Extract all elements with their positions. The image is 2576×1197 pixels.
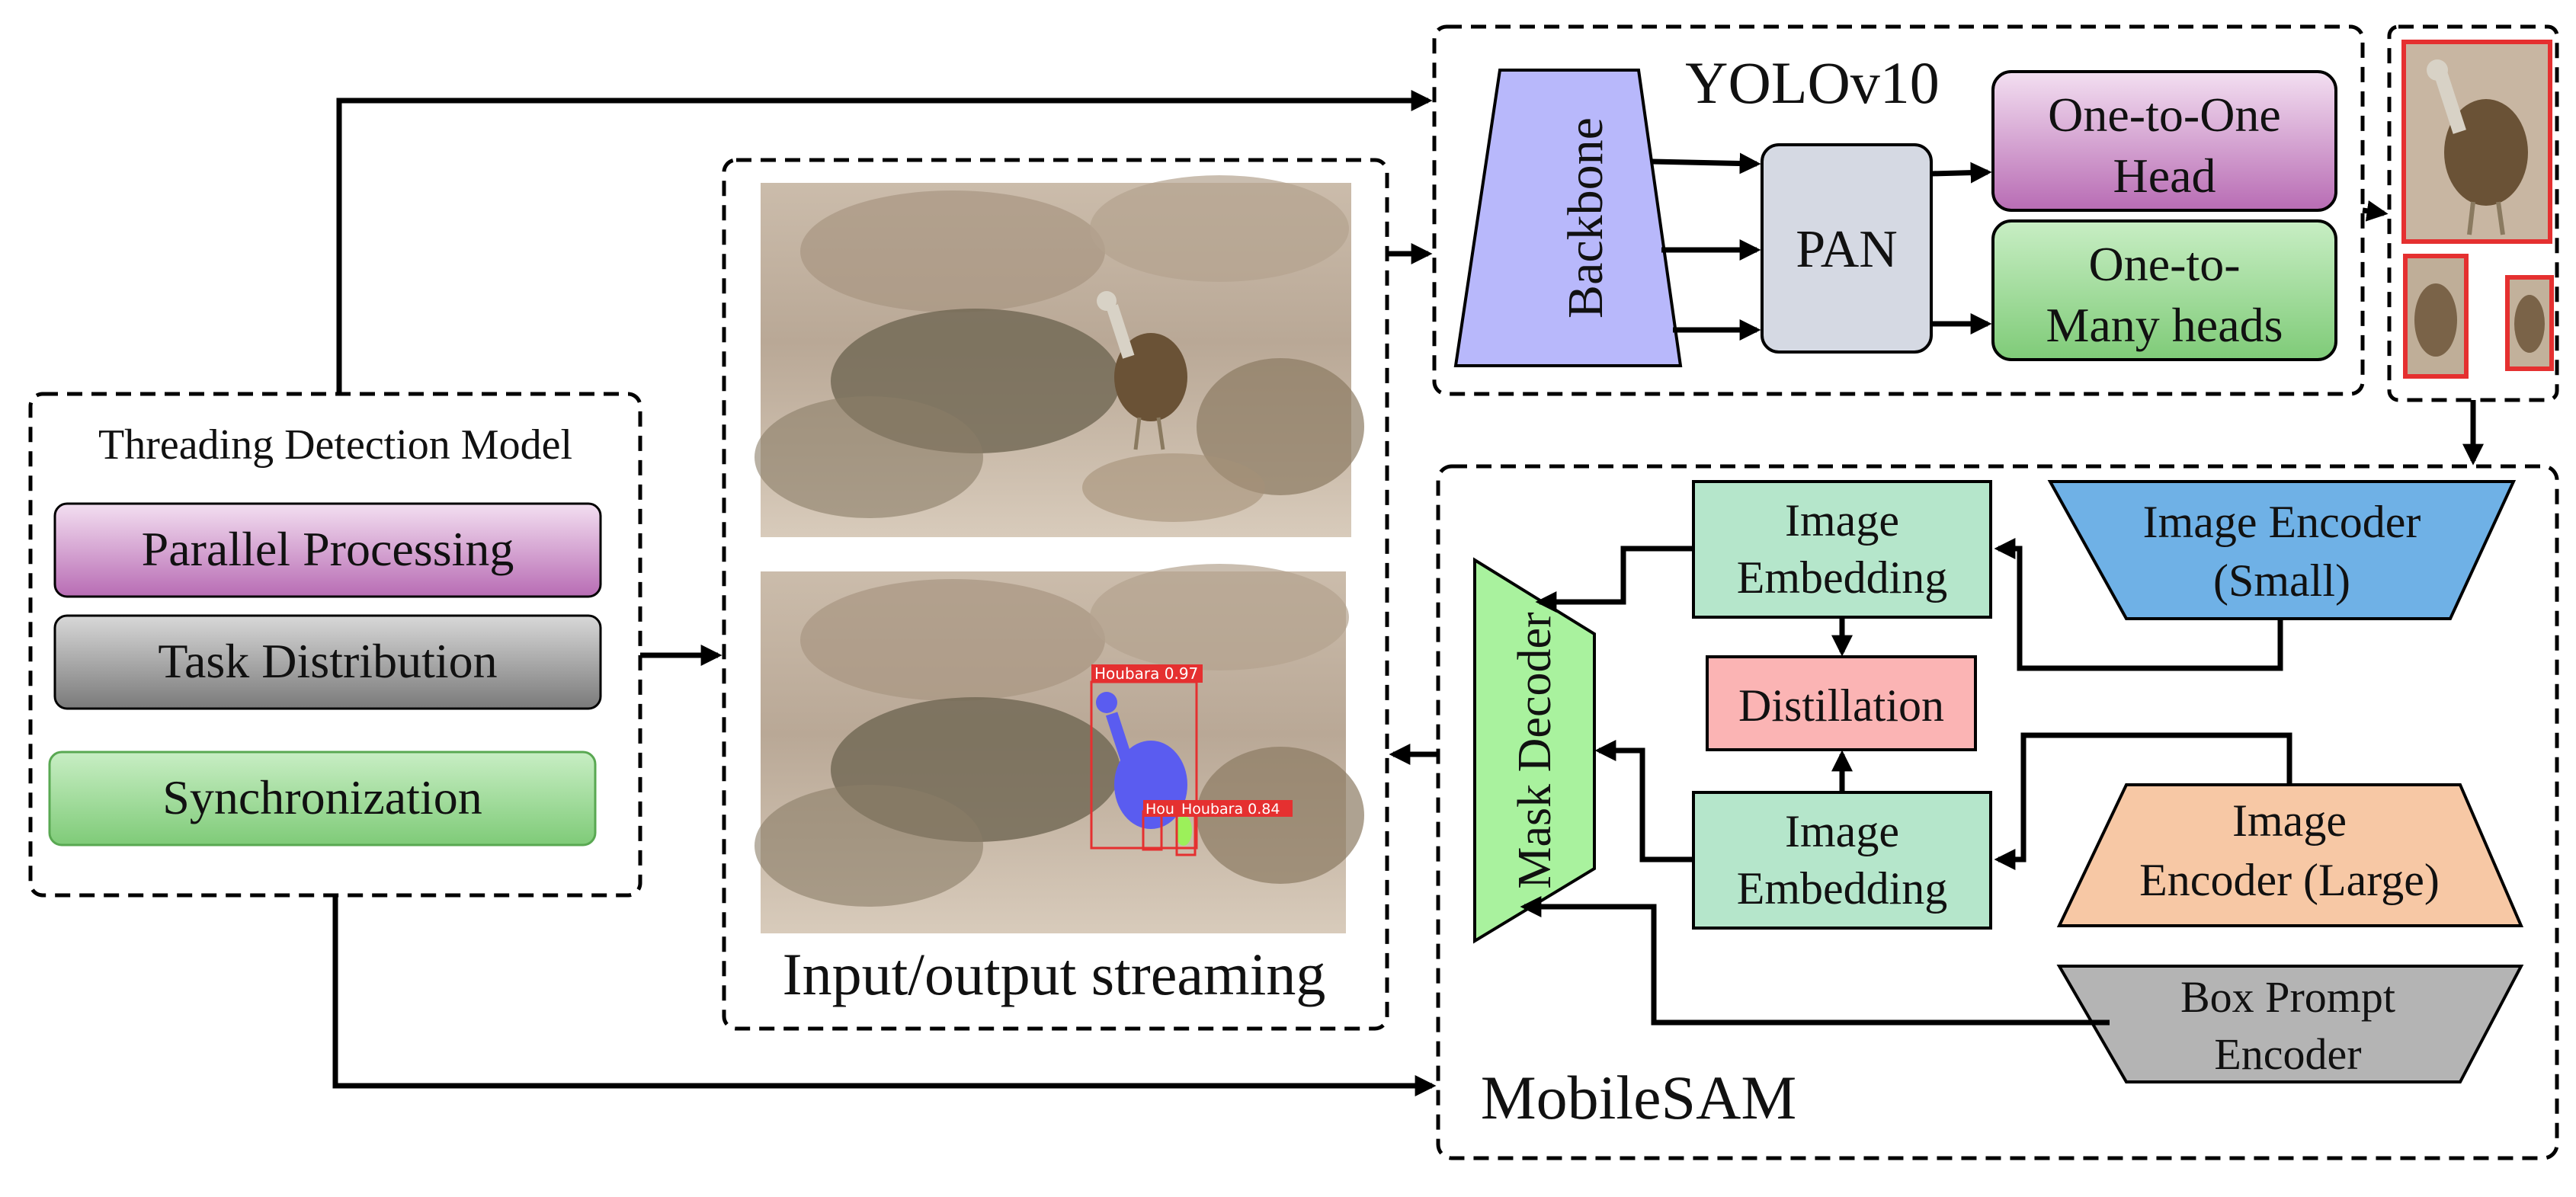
one-to-one-head: One-to-One Head [1991,70,2337,212]
svg-text:Image: Image [1785,495,1899,546]
mobilesam-panel: MobileSAM Mask Decoder Image Embedding D… [1436,464,2559,1160]
distillation-label: Distillation [1738,680,1944,731]
svg-text:Image: Image [1785,806,1899,856]
distillation-block: Distillation [1706,655,1977,751]
threading-detection-panel: Threading Detection Model Parallel Proce… [28,392,642,898]
svg-text:Many heads: Many heads [2046,298,2283,352]
crop-small-2 [2505,275,2554,371]
yolo-title: YOLOv10 [1685,50,1940,116]
flow-arrows [332,90,2484,1096]
image-embedding-bottom: Image Embedding [1692,791,1992,930]
mask-decoder-block: Mask Decoder [1473,557,1596,944]
svg-text:Hou: Hou [1145,801,1174,818]
yolo-panel: YOLOv10 Backbone PAN One-to-One Head One… [1432,24,2365,396]
detection-label-2: Hou [1143,800,1178,818]
synchronization-box: Synchronization [48,751,597,847]
svg-text:One-to-One: One-to-One [2048,88,2281,142]
svg-text:Head: Head [2113,149,2216,203]
synchronization-label: Synchronization [162,770,482,824]
mobilesam-title: MobileSAM [1481,1063,1797,1132]
svg-text:Image: Image [2232,795,2347,846]
one-to-many-heads: One-to- Many heads [1991,219,2337,361]
svg-text:Embedding: Embedding [1737,863,1948,914]
parallel-processing-box: Parallel Processing [53,502,602,598]
image-encoder-large: Image Encoder (Large) [2056,783,2524,927]
parallel-processing-label: Parallel Processing [142,522,514,576]
task-distribution-label: Task Distribution [158,634,497,688]
crop-large [2401,40,2552,244]
svg-text:Houbara 0.97: Houbara 0.97 [1094,664,1198,683]
backbone-block: Backbone [1453,69,1683,367]
image-encoder-small: Image Encoder (Small) [2047,480,2517,620]
bird-image [1097,291,1187,450]
svg-text:Encoder (Large): Encoder (Large) [2139,855,2440,905]
box-prompt-encoder: Box Prompt Encoder [2056,965,2524,1083]
svg-text:One-to-: One-to- [2088,237,2240,291]
backbone-label: Backbone [1558,117,1613,318]
svg-text:Box Prompt: Box Prompt [2180,972,2395,1022]
pan-label: PAN [1796,220,1898,279]
image-embedding-top: Image Embedding [1692,480,1992,619]
crop-small-1 [2403,254,2469,379]
pan-block: PAN [1761,143,1933,354]
detection-label-1: Houbara 0.97 [1091,664,1203,683]
svg-text:Encoder: Encoder [2214,1029,2361,1079]
streaming-caption: Input/output streaming [783,941,1326,1007]
svg-text:Embedding: Embedding [1737,552,1948,603]
svg-text:Houbara 0.84: Houbara 0.84 [1181,801,1280,818]
mask-decoder-label: Mask Decoder [1509,612,1561,889]
cropped-detections-panel [2387,24,2559,402]
detection-label-3: Houbara 0.84 [1178,800,1293,818]
svg-text:Image Encoder: Image Encoder [2143,497,2421,547]
streaming-panel: Houbara 0.97 Hou Houbara 0.84 Input/outp… [722,158,1389,1031]
output-image: Houbara 0.97 Hou Houbara 0.84 [755,564,1364,933]
input-image [755,175,1364,537]
task-distribution-box: Task Distribution [53,614,602,710]
threading-title: Threading Detection Model [98,421,572,469]
svg-text:(Small): (Small) [2213,555,2350,606]
